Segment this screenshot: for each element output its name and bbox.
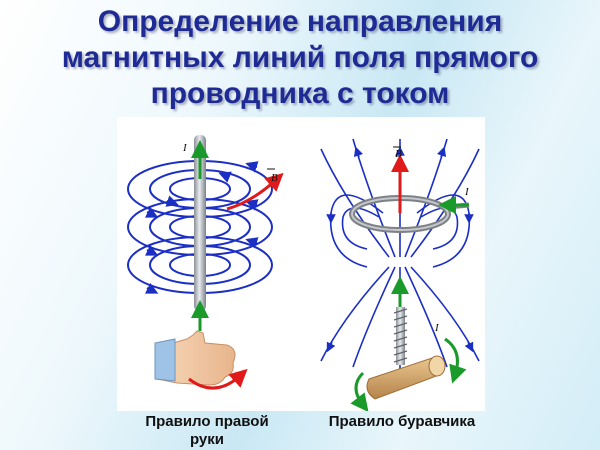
straight-wire	[194, 135, 206, 311]
field-vector-arrow-icon	[226, 172, 284, 211]
field-vector-label: B	[271, 172, 278, 184]
illustration-svg: I B	[127, 135, 480, 413]
gimlet-illustration: I	[350, 307, 467, 413]
loop-field-label: B	[395, 148, 402, 160]
physics-illustration: I B	[117, 117, 485, 413]
current-label: I	[182, 142, 188, 154]
curl-direction-arrow-icon	[188, 368, 248, 390]
caption-gimlet-rule: Правило буравчика	[328, 413, 476, 430]
screw-thread	[393, 308, 408, 363]
title-line-3: проводника с током	[150, 77, 450, 110]
rotation-arrow-right-icon	[444, 337, 467, 384]
screw-shank	[396, 307, 405, 365]
rotation-arrow-left-icon	[350, 371, 369, 413]
caption-right-hand-rule: Правило правой руки	[145, 413, 269, 448]
sleeve-cuff	[154, 338, 176, 382]
right-hand-illustration	[154, 300, 248, 390]
current-loop-diagram: B I	[320, 138, 480, 377]
title-line-1: Определение направления	[97, 5, 503, 38]
straight-conductor-diagram: I B	[127, 135, 284, 311]
title-line-2: магнитных линий поля прямого	[61, 41, 539, 74]
hand-icon	[156, 330, 236, 386]
slide-title: Определение направления магнитных линий …	[0, 4, 600, 112]
screw-current-label: I	[434, 322, 440, 334]
loop-current-label: I	[464, 186, 470, 198]
